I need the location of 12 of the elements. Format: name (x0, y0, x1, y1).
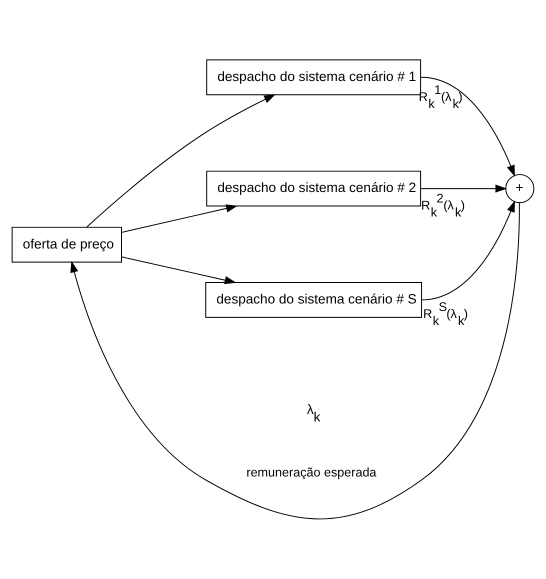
arrow (121, 204, 238, 233)
node-circle: + (505, 174, 534, 204)
node-box: despacho do sistema cenário # 2 (206, 170, 422, 207)
node-box: despacho do sistema cenário # S (205, 282, 422, 318)
arrow (420, 184, 508, 193)
arrow (70, 202, 520, 520)
arrow (121, 256, 236, 284)
arrow (421, 200, 515, 300)
node-box: oferta de preço (12, 226, 122, 263)
arrow (420, 76, 515, 177)
edge-label: remuneração esperada (246, 465, 376, 480)
arrow (86, 94, 276, 228)
